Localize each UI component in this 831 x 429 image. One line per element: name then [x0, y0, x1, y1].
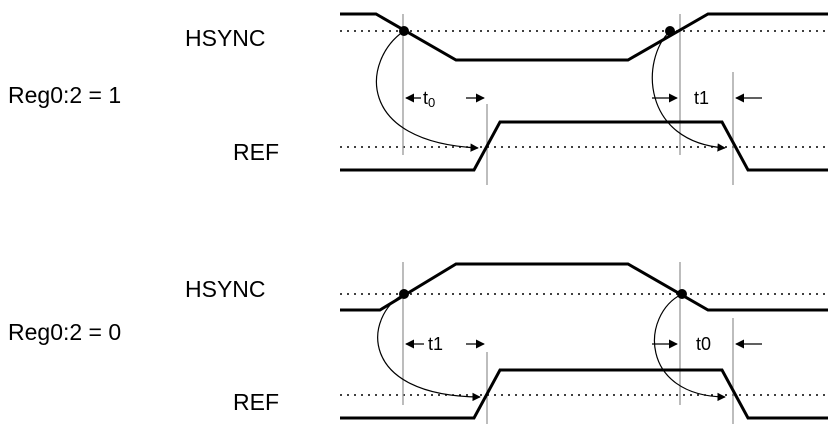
- causal-arc: [375, 30, 479, 152]
- causal-arc: [651, 30, 726, 152]
- ref-label-0: REF: [233, 389, 279, 415]
- interval-label-t0: t0: [423, 88, 435, 110]
- causal-arc: [377, 293, 481, 402]
- reg-label-0: Reg0:2 = 0: [8, 319, 121, 345]
- interval-label-t0: t0: [696, 334, 711, 354]
- reg-label-1: Reg0:2 = 1: [8, 82, 121, 108]
- panel-reg-1: Reg0:2 = 1 HSYNC REF t0 t1: [8, 12, 828, 185]
- causal-arc: [653, 293, 726, 402]
- hsync-waveform-1: [340, 12, 828, 62]
- hsync-waveform-0: [340, 262, 828, 312]
- ref-waveform-0: [340, 368, 828, 420]
- hsync-label-1: HSYNC: [185, 25, 266, 51]
- interval-label-t1: t1: [694, 88, 709, 108]
- hsync-label-0: HSYNC: [185, 276, 266, 302]
- ref-waveform-1: [340, 120, 828, 172]
- panel-reg-0: Reg0:2 = 0 HSYNC REF t1 t0: [8, 262, 828, 424]
- ref-label-1: REF: [233, 139, 279, 165]
- interval-label-t1: t1: [428, 334, 443, 354]
